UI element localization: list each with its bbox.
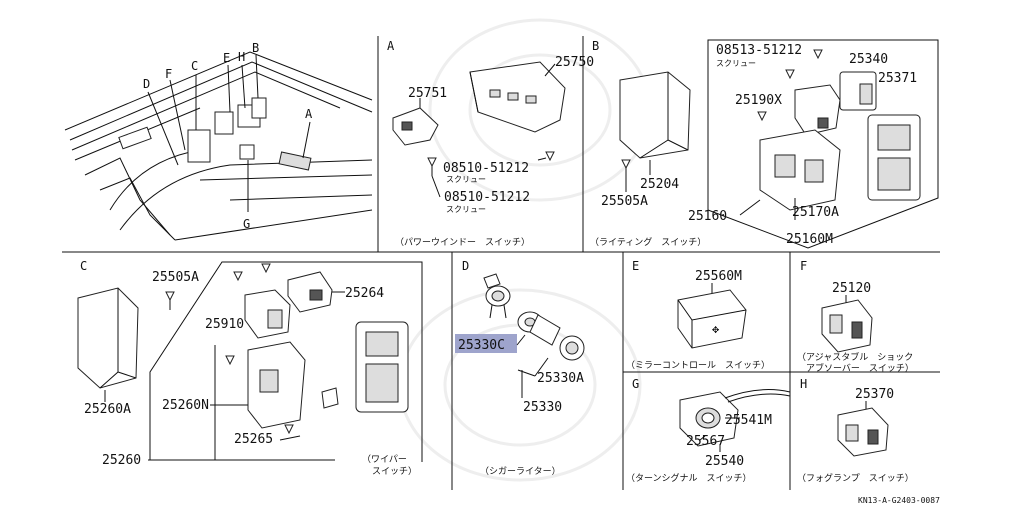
section-a-letter: A: [387, 39, 395, 53]
part-b-25190X: 25190X: [735, 93, 782, 108]
part-b-25170A: 25170A: [792, 205, 839, 220]
part-b-25204: 25204: [640, 177, 679, 192]
diagram-code: KN13-A-G2403-0087: [858, 496, 940, 505]
part-b-25505A: 25505A: [601, 194, 648, 209]
caption-h: （フォグランプ スイッチ）: [797, 472, 914, 484]
caption-d: （シガーライター）: [480, 466, 561, 477]
part-c-25264: 25264: [345, 286, 384, 301]
part-c-25260: 25260: [102, 453, 141, 468]
part-d-25330A: 25330A: [537, 371, 584, 386]
section-dividers: [62, 36, 940, 490]
screw-note-a-2: スクリュー: [446, 205, 486, 214]
section-e-letter: E: [632, 259, 639, 273]
section-f: F 25120 （アジャスタブル ショック アブソーバー スイッチ）: [797, 259, 914, 374]
joystick-icon: ✥: [712, 322, 720, 336]
caption-a: （パワーウインドー スイッチ）: [395, 237, 530, 248]
part-g-25540: 25540: [705, 454, 744, 469]
part-c-25910: 25910: [205, 317, 244, 332]
part-g-25541M: 25541M: [725, 413, 772, 428]
part-b-25160: 25160: [688, 209, 727, 224]
part-b-25371: 25371: [878, 71, 917, 86]
overview-label-g: G: [243, 217, 250, 231]
caption-f-line1: （アジャスタブル ショック: [797, 351, 913, 363]
section-h: H 25370 （フォグランプ スイッチ）: [797, 377, 914, 484]
part-a-08510-51212-2: 08510-51212: [444, 190, 530, 205]
overview-label-c: C: [191, 59, 198, 73]
highlight-25330C: [455, 334, 517, 353]
caption-c-line2: スイッチ）: [372, 466, 417, 477]
part-c-25265: 25265: [234, 432, 273, 447]
screw-note-a-1: スクリュー: [446, 175, 486, 184]
section-g: G 25541M 25567 25540 （ターンシグナル スイッチ）: [626, 377, 791, 484]
overview-label-a: A: [305, 107, 313, 121]
part-c-25260N: 25260N: [162, 398, 209, 413]
section-c: C 25260A 25505A 25910 25264 25260N: [77, 259, 423, 477]
part-a-25751: 25751: [408, 86, 447, 101]
overview-label-e: E: [223, 51, 230, 65]
overview-label-d: D: [143, 77, 150, 91]
caption-f-line2: アブソーバー スイッチ）: [806, 362, 914, 374]
caption-e: （ミラーコントロール スイッチ）: [626, 360, 770, 371]
overview-label-h: H: [238, 50, 245, 64]
part-b-25160M: 25160M: [786, 232, 833, 247]
section-e: E 25560M ✥ （ミラーコントロール スイッチ）: [626, 259, 770, 371]
part-h-25370: 25370: [855, 387, 894, 402]
caption-c-line1: （ワイパー: [362, 454, 407, 465]
part-d-25330C: 25330C: [458, 338, 505, 353]
part-c-25260A: 25260A: [84, 402, 131, 417]
part-d-25330: 25330: [523, 400, 562, 415]
watermark-logo: [398, 18, 652, 482]
caption-g: （ターンシグナル スイッチ）: [626, 472, 752, 484]
part-a-08510-51212-1: 08510-51212: [443, 161, 529, 176]
section-b: B 25204 25505A 08513-51212 スクリュー 25340 2…: [590, 39, 939, 249]
part-e-25560M: 25560M: [695, 269, 742, 284]
part-b-25340: 25340: [849, 52, 888, 67]
overview-label-f: F: [165, 67, 172, 81]
caption-b: （ライティング スイッチ）: [590, 236, 706, 248]
part-b-08513-51212: 08513-51212: [716, 43, 802, 58]
screw-note-b: スクリュー: [716, 59, 756, 68]
part-a-25750: 25750: [555, 55, 594, 70]
dashboard-overview: D F C E H B A G: [64, 41, 373, 241]
section-a: A 25750 25751 08510-51212 スクリュー 08510-51…: [387, 39, 594, 248]
section-f-letter: F: [800, 259, 807, 273]
section-h-letter: H: [800, 377, 807, 391]
part-c-25505A: 25505A: [152, 270, 199, 285]
section-c-letter: C: [80, 259, 87, 273]
section-d-letter: D: [462, 259, 469, 273]
part-f-25120: 25120: [832, 281, 871, 296]
section-d: D 25330C 25330A 25330 （シガーライター）: [455, 259, 585, 477]
section-b-letter: B: [592, 39, 599, 53]
overview-label-b: B: [252, 41, 259, 55]
section-g-letter: G: [632, 377, 639, 391]
part-g-25567: 25567: [686, 434, 725, 449]
